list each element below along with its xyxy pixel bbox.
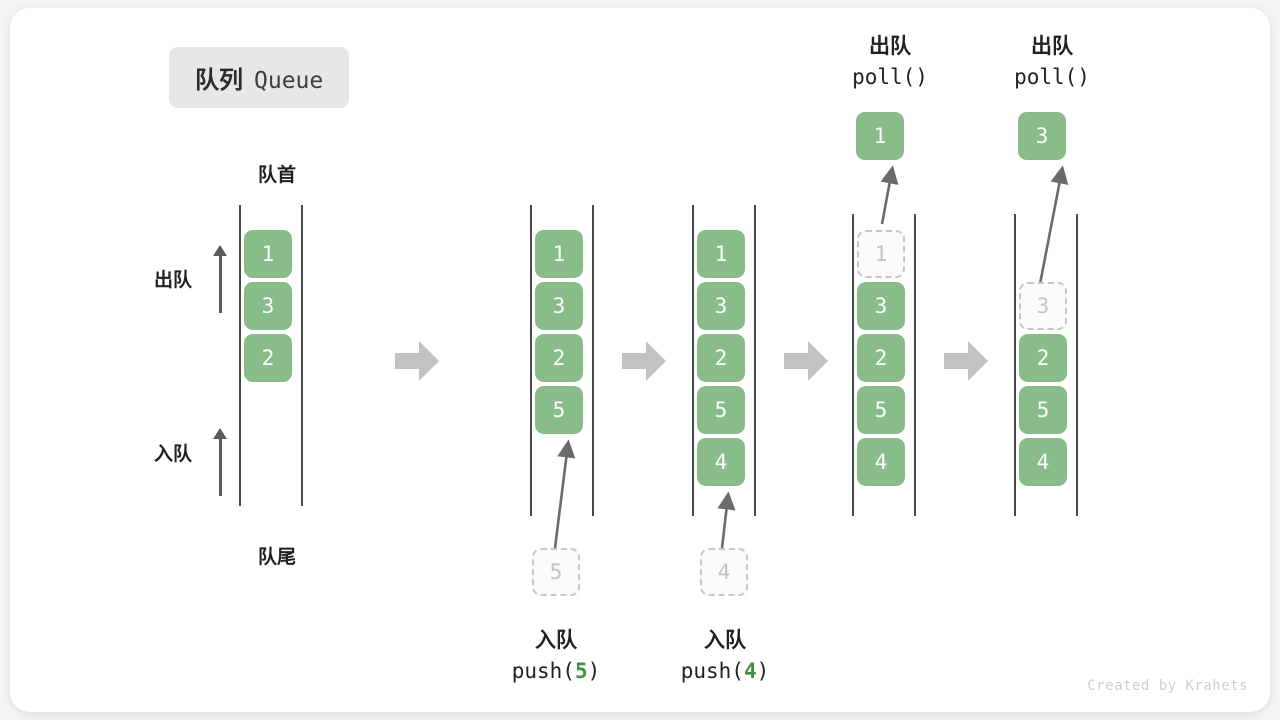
arrow-head (213, 245, 227, 256)
rail-right (914, 214, 916, 516)
op-arg: 4 (743, 659, 757, 684)
op-line2: push(5) (486, 656, 626, 686)
incoming-item-ghost: 4 (700, 548, 748, 596)
queue-item: 3 (535, 282, 583, 330)
rail-left (852, 214, 854, 516)
queue-item: 3 (697, 282, 745, 330)
rail-right (301, 205, 303, 506)
queue-item: 2 (1019, 334, 1067, 382)
queue-container-4 (852, 214, 916, 516)
watermark: Created by Krahets (1087, 678, 1248, 694)
queue-item-ghost: 3 (1019, 282, 1067, 330)
step-arrow (944, 341, 988, 381)
dequeue-direction-arrow (213, 245, 227, 313)
label-enqueue: 入队 (153, 444, 192, 465)
op-call: push( (680, 659, 744, 684)
queue-item: 4 (1019, 438, 1067, 486)
op-line1: 入队 (535, 629, 577, 652)
step-arrow (784, 341, 828, 381)
enqueue-connector-arrow (717, 491, 736, 549)
queue-item: 1 (244, 230, 292, 278)
queue-item: 4 (857, 438, 905, 486)
queue-item: 3 (857, 282, 905, 330)
operation-label-push-4: 入队 push(4) (655, 626, 795, 687)
op-call-end: ) (756, 659, 770, 684)
rail-left (692, 205, 694, 516)
rail-left (530, 205, 532, 516)
op-line2: push(4) (655, 656, 795, 686)
arrow-shaft (219, 253, 222, 313)
diagram-card: 队列 Queue 队首 队尾 出队 入队 1 3 2 1 3 2 5 5 (10, 8, 1270, 712)
enqueue-direction-arrow (213, 428, 227, 496)
dequeue-connector-arrow (880, 165, 899, 225)
op-line1: 入队 (704, 629, 746, 652)
polled-result-box: 3 (1018, 112, 1066, 160)
queue-item: 5 (697, 386, 745, 434)
queue-item: 1 (697, 230, 745, 278)
label-dequeue: 出队 (153, 270, 192, 291)
queue-item: 4 (697, 438, 745, 486)
queue-item: 2 (697, 334, 745, 382)
incoming-item-ghost: 5 (532, 548, 580, 596)
queue-container-1 (239, 205, 303, 506)
rail-left (1014, 214, 1016, 516)
dequeue-connector-arrow (1038, 165, 1069, 285)
queue-container-3 (692, 205, 756, 516)
queue-item: 5 (1019, 386, 1067, 434)
queue-item-ghost: 1 (857, 230, 905, 278)
diagram-stage: 队列 Queue 队首 队尾 出队 入队 1 3 2 1 3 2 5 5 (10, 8, 1270, 712)
arrow-head (213, 428, 227, 439)
operation-label-push-5: 入队 push(5) (486, 626, 626, 687)
rail-right (1076, 214, 1078, 516)
operation-label-poll-1: 出队 poll() (830, 32, 950, 93)
arrow-shaft (219, 436, 222, 496)
op-line1: 出队 (1031, 35, 1073, 58)
title-badge: 队列 Queue (169, 47, 350, 108)
op-line2: poll() (852, 65, 928, 90)
queue-item: 2 (535, 334, 583, 382)
queue-item: 3 (244, 282, 292, 330)
rail-right (754, 205, 756, 516)
caption-rear: 队尾 (257, 547, 296, 568)
queue-item: 5 (857, 386, 905, 434)
op-line2: poll() (1014, 65, 1090, 90)
title-en: Queue (254, 68, 324, 94)
step-arrow (622, 341, 666, 381)
op-line1: 出队 (869, 35, 911, 58)
operation-label-poll-3: 出队 poll() (992, 32, 1112, 93)
queue-container-2 (530, 205, 594, 516)
title-cn: 队列 (195, 67, 243, 94)
caption-front: 队首 (257, 165, 296, 186)
queue-item: 1 (535, 230, 583, 278)
queue-item: 2 (244, 334, 292, 382)
step-arrow (395, 341, 439, 381)
queue-item: 2 (857, 334, 905, 382)
polled-result-box: 1 (856, 112, 904, 160)
rail-left (239, 205, 241, 506)
enqueue-connector-arrow (553, 439, 576, 549)
queue-item: 5 (535, 386, 583, 434)
op-arg: 5 (574, 659, 588, 684)
rail-right (592, 205, 594, 516)
queue-container-5 (1014, 214, 1078, 516)
op-call-end: ) (587, 659, 601, 684)
op-call: push( (511, 659, 575, 684)
